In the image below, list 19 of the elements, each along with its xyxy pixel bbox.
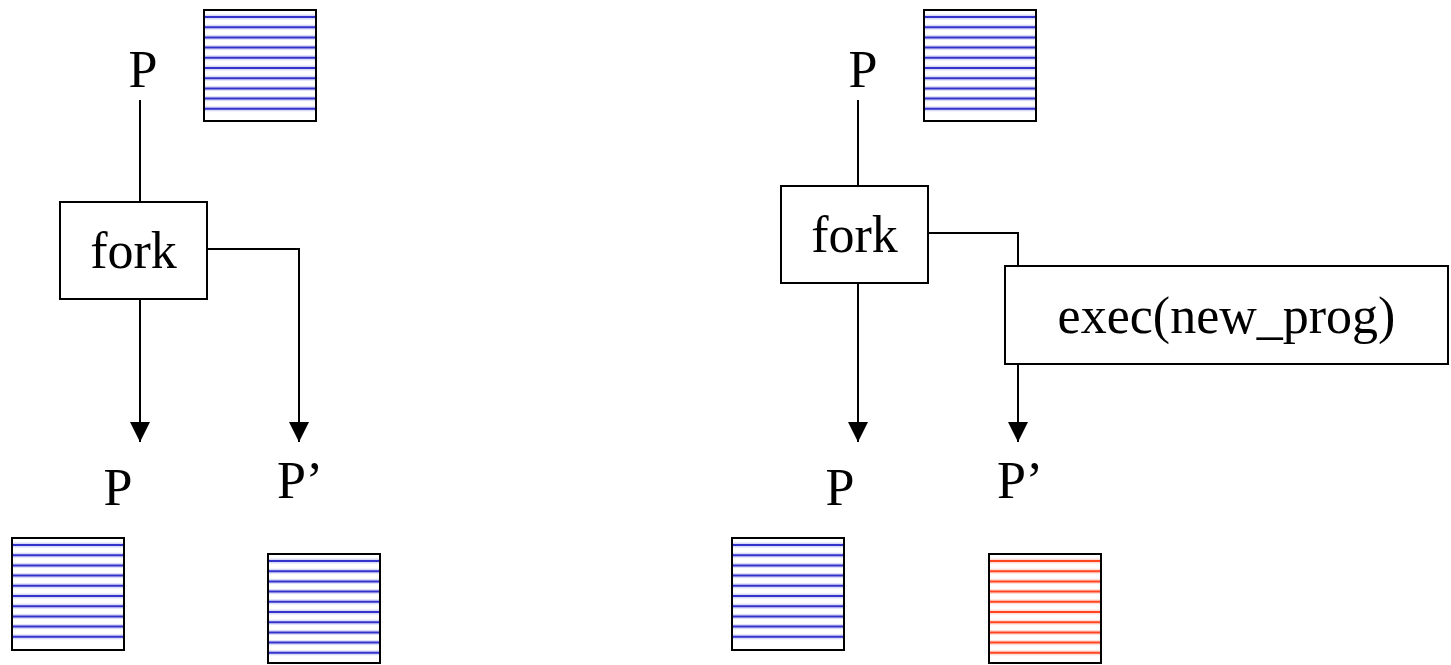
process-label: exec(new_prog) xyxy=(1057,285,1396,345)
connector-line xyxy=(928,232,1019,266)
process-name: P xyxy=(825,457,855,517)
process-name: P xyxy=(128,39,158,99)
process-name: P xyxy=(848,39,878,99)
connector-line xyxy=(857,99,859,186)
process-name: P’ xyxy=(996,450,1044,510)
process-box xyxy=(780,185,929,284)
arrow xyxy=(207,248,309,443)
process-box xyxy=(59,201,208,300)
process-name: P xyxy=(103,457,133,517)
connector-line xyxy=(139,99,141,202)
process-label: fork xyxy=(811,205,898,264)
arrow xyxy=(130,299,150,443)
arrow xyxy=(848,283,868,443)
arrow xyxy=(1008,364,1028,443)
process-box xyxy=(1004,265,1449,365)
process-name: P’ xyxy=(276,450,324,510)
process-label: fork xyxy=(90,221,177,280)
